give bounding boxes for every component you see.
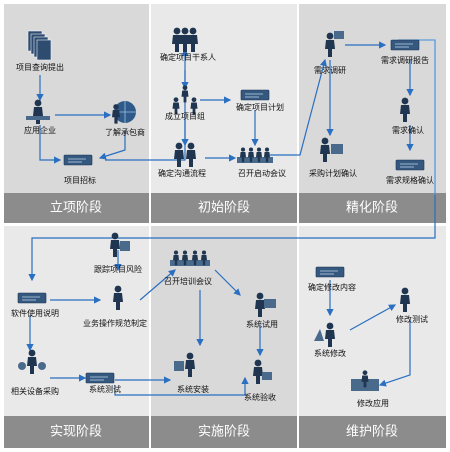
node-setup-team: 成立项目组 bbox=[165, 85, 205, 121]
stage-label-maintenance: 维护阶段 bbox=[346, 425, 398, 440]
stage-bar-initiation bbox=[4, 193, 149, 223]
stage-bars: 立项阶段 初始阶段 精化阶段 实现阶段 实施阶段 维护阶段 bbox=[4, 193, 446, 448]
meeting-table-icon bbox=[237, 147, 273, 163]
node-app-enterprise: 应用企业 bbox=[24, 99, 56, 135]
test-card-icon bbox=[85, 372, 115, 384]
label-mod-apply: 修改应用 bbox=[357, 398, 389, 408]
manual-card-icon bbox=[17, 292, 47, 304]
stage-label-elaboration: 精化阶段 bbox=[346, 201, 398, 216]
label-device-purchase: 相关设备采购 bbox=[11, 386, 59, 396]
node-kickoff-meeting: 召开启动会议 bbox=[237, 147, 286, 178]
label-req-report: 需求调研报告 bbox=[381, 55, 429, 65]
node-project-inquiry: 项目查询提出 bbox=[16, 30, 64, 72]
stage-bar-maintenance bbox=[299, 416, 446, 448]
label-training-meeting: 召开培训会议 bbox=[164, 276, 212, 286]
label-project-inquiry: 项目查询提出 bbox=[16, 62, 64, 72]
cart-person-icon bbox=[320, 137, 343, 162]
label-system-test: 系统测试 bbox=[89, 384, 121, 394]
label-define-plan: 确定项目计划 bbox=[236, 102, 284, 112]
node-purchase-confirm: 采购计划确认 bbox=[309, 137, 357, 178]
node-biz-norm: 业务操作规范制定 bbox=[83, 285, 147, 328]
node-system-test: 系统测试 bbox=[85, 372, 121, 394]
label-req-confirm: 需求确认 bbox=[392, 125, 424, 135]
node-define-contacts: 确定项目干系人 bbox=[160, 27, 216, 62]
lab-worker-icon bbox=[314, 322, 335, 347]
report-card-icon bbox=[390, 39, 420, 51]
label-learn-contractor: 了解承包商 bbox=[105, 127, 145, 137]
node-system-mod: 系统修改 bbox=[314, 322, 346, 358]
label-setup-team: 成立项目组 bbox=[165, 111, 205, 121]
pushing-box-icon bbox=[110, 232, 130, 257]
label-software-manual: 软件使用说明 bbox=[11, 308, 59, 318]
label-app-enterprise: 应用企业 bbox=[24, 125, 56, 135]
panel-implementation bbox=[4, 226, 149, 416]
money-person-icon bbox=[18, 349, 46, 374]
node-device-purchase: 相关设备采购 bbox=[11, 349, 59, 396]
node-learn-contractor: 了解承包商 bbox=[105, 101, 145, 137]
node-training-meeting: 召开培训会议 bbox=[164, 250, 212, 286]
stage-bar-deployment bbox=[151, 416, 297, 448]
label-define-comm: 确定沟通流程 bbox=[158, 168, 206, 178]
stage-label-deployment: 实施阶段 bbox=[198, 425, 250, 440]
label-system-mod: 系统修改 bbox=[314, 348, 346, 358]
inspection-icon bbox=[253, 359, 272, 384]
label-project-bidding: 项目招标 bbox=[64, 175, 96, 185]
group-people-icon bbox=[172, 27, 198, 52]
label-system-trial: 系统试用 bbox=[246, 319, 278, 329]
desk-worker-icon bbox=[26, 99, 50, 124]
spec-card-icon bbox=[395, 159, 425, 171]
node-track-risk: 跟踪项目风险 bbox=[94, 232, 142, 274]
label-biz-norm: 业务操作规范制定 bbox=[83, 318, 147, 328]
workstation-icon bbox=[255, 292, 276, 317]
label-define-contacts: 确定项目干系人 bbox=[160, 52, 216, 62]
stage-bar-inception bbox=[151, 193, 297, 223]
label-req-spec-confirm: 需求规格确认 bbox=[386, 175, 434, 185]
label-purchase-confirm: 采购计划确认 bbox=[309, 168, 357, 178]
plan-card-icon bbox=[240, 89, 270, 101]
stage-label-initiation: 立项阶段 bbox=[50, 201, 102, 216]
training-table-icon bbox=[170, 250, 210, 266]
panel-inception bbox=[151, 4, 297, 193]
node-system-accept: 系统验收 bbox=[244, 359, 276, 402]
label-track-risk: 跟踪项目风险 bbox=[94, 264, 142, 274]
installer-icon bbox=[174, 352, 195, 377]
node-mod-apply: 修改应用 bbox=[351, 370, 389, 408]
node-project-bidding: 项目招标 bbox=[63, 154, 96, 185]
node-req-spec-confirm: 需求规格确认 bbox=[386, 159, 434, 185]
node-req-research: 需求调研 bbox=[314, 31, 346, 75]
label-kickoff-meeting: 召开启动会议 bbox=[238, 168, 286, 178]
node-system-install: 系统安装 bbox=[174, 352, 209, 394]
node-define-comm: 确定沟通流程 bbox=[158, 142, 206, 178]
node-req-report: 需求调研报告 bbox=[381, 39, 429, 65]
stage-label-implementation: 实现阶段 bbox=[50, 425, 102, 440]
document-stack-icon bbox=[27, 30, 52, 61]
desk-icon bbox=[351, 370, 379, 391]
label-req-research: 需求调研 bbox=[314, 65, 346, 75]
stage-label-inception: 初始阶段 bbox=[198, 201, 250, 216]
node-define-mod: 确定修改内容 bbox=[308, 266, 356, 292]
label-mod-test: 修改测试 bbox=[396, 314, 428, 324]
label-system-accept: 系统验收 bbox=[244, 392, 276, 402]
stage-bar-implementation bbox=[4, 416, 149, 448]
node-system-trial: 系统试用 bbox=[246, 292, 278, 329]
form-icon bbox=[63, 154, 93, 166]
node-req-confirm: 需求确认 bbox=[392, 97, 424, 135]
node-software-manual: 软件使用说明 bbox=[11, 292, 59, 318]
label-system-install: 系统安装 bbox=[177, 384, 209, 394]
label-define-mod: 确定修改内容 bbox=[308, 282, 356, 292]
stage-panels bbox=[4, 4, 446, 416]
mod-card-icon bbox=[315, 266, 345, 278]
globe-person-icon bbox=[112, 101, 136, 124]
stage-bar-elaboration bbox=[299, 193, 446, 223]
node-mod-test: 修改测试 bbox=[396, 287, 428, 324]
presenter-icon bbox=[325, 31, 344, 57]
node-define-plan: 确定项目计划 bbox=[236, 89, 284, 112]
